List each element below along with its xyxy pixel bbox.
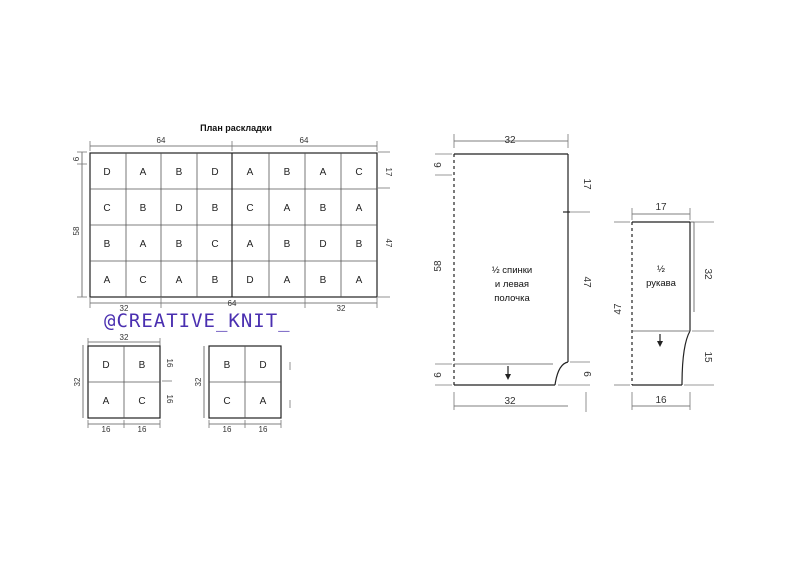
main-cell-r1c2: D [175,203,182,214]
sleeve-label-line-1: ½ [657,264,665,275]
main-cell-r1c3: B [212,203,219,214]
watermark: @CREATIVE_KNIT_ [104,310,291,332]
main-left-dim-2: 58 [72,226,81,235]
main-bottom-dim-2: 64 [228,299,237,308]
sg2-cell-r1c1: A [260,396,267,407]
main-cell-r0c6: A [320,167,327,178]
sg2-cell-r1c0: C [223,396,230,407]
main-cell-r0c0: D [103,167,110,178]
main-grid-left-dimension: 6 58 [72,151,87,298]
sleeve-right-dim-2: 15 [702,351,713,363]
main-cell-r2c5: B [284,239,291,250]
main-cell-r2c2: B [176,239,183,250]
main-cell-r3c0: A [104,275,111,286]
back-right-dim-1: 17 [581,178,592,190]
main-cell-r3c4: D [246,275,253,286]
main-cell-r3c7: A [356,275,363,286]
main-bottom-dim-1: 32 [120,304,129,313]
layout-title: План раскладки [200,123,272,133]
sg1-bottom-dim-1: 16 [102,425,111,434]
back-label-line-3: полочка [494,293,530,304]
sg2-cell-r0c1: D [259,360,266,371]
sg2-cell-r0c0: B [224,360,231,371]
sg1-bottom-dim-2: 16 [138,425,147,434]
sleeve-left-dim: 47 [613,303,624,315]
main-top-dim-2: 64 [300,136,309,145]
main-cell-r0c4: A [247,167,254,178]
main-cell-r0c2: B [176,167,183,178]
sg2-bottom-dim-2: 16 [259,425,268,434]
back-left-dim-2: 58 [433,260,444,272]
back-left-dim-3: 6 [433,372,444,378]
main-cell-r2c7: B [356,239,363,250]
main-cell-r1c0: C [103,203,110,214]
main-cell-r0c7: C [355,167,362,178]
main-cell-r1c6: B [320,203,327,214]
main-grid-top-dimension: 64 64 [89,136,378,151]
sleeve-label-line-2: рукава [646,278,677,289]
back-label-line-2: и левая [495,279,529,290]
sg1-right-dim-1: 16 [165,359,174,368]
main-cell-r3c1: C [139,275,146,286]
main-right-dim-1: 17 [384,168,393,177]
back-top-dim: 32 [504,135,516,146]
back-left-dim-1: 6 [433,162,444,168]
main-cell-r1c5: A [284,203,291,214]
sg1-left-dim: 32 [73,377,82,386]
sleeve-top-dim: 17 [655,202,667,213]
main-top-dim-1: 64 [157,136,166,145]
sg1-cell-r1c0: A [103,396,110,407]
main-cell-r3c3: B [212,275,219,286]
main-cell-r3c5: A [284,275,291,286]
sleeve-down-arrow-icon [657,341,663,347]
sg1-right-dim-2: 16 [165,395,174,404]
back-right-dim-3: 6 [581,371,592,377]
main-bottom-dim-3: 32 [337,304,346,313]
main-cell-r2c0: B [104,239,111,250]
sg1-cell-r0c1: B [139,360,146,371]
main-cell-r2c1: A [140,239,147,250]
back-label-line-1: ½ спинки [492,265,532,276]
back-piece-pattern: 32 ½ спинки и левая полочка 6 58 6 17 47… [433,134,592,412]
main-cell-r3c6: B [320,275,327,286]
small-grid-2: 32 B D C A 16 16 [194,345,291,434]
main-cell-r1c1: B [140,203,147,214]
main-grid: D A B D A B A C C B D B C A B A B A B C … [89,152,378,298]
main-cell-r1c4: C [246,203,253,214]
main-cell-r2c3: C [211,239,218,250]
sg2-left-dim: 32 [194,377,203,386]
sleeve-right-dim-1: 32 [702,268,713,280]
sg1-cell-r1c1: C [138,396,145,407]
main-cell-r0c3: D [211,167,218,178]
main-left-dim-1: 6 [72,156,81,161]
main-right-dim-2: 47 [384,239,393,248]
main-cell-r2c6: D [319,239,326,250]
small-grid-1: 32 32 16 16 D B A C 16 16 [73,333,174,434]
back-bottom-dim: 32 [504,396,516,407]
sleeve-piece-pattern: 17 ½ рукава 47 32 15 16 [613,202,714,410]
down-arrow-icon [505,374,511,380]
main-grid-bottom-dimension: 32 64 32 [89,298,378,313]
sg2-bottom-dim-1: 16 [223,425,232,434]
main-cell-r3c2: A [176,275,183,286]
main-cell-r2c4: A [247,239,254,250]
main-grid-right-dimension: 17 47 [378,151,393,298]
back-right-dim-2: 47 [581,276,592,288]
main-cell-r1c7: A [356,203,363,214]
sg1-cell-r0c0: D [102,360,109,371]
sg1-top-dim: 32 [120,333,129,342]
main-cell-r0c5: B [284,167,291,178]
sleeve-bottom-dim: 16 [655,395,667,406]
main-cell-r0c1: A [140,167,147,178]
